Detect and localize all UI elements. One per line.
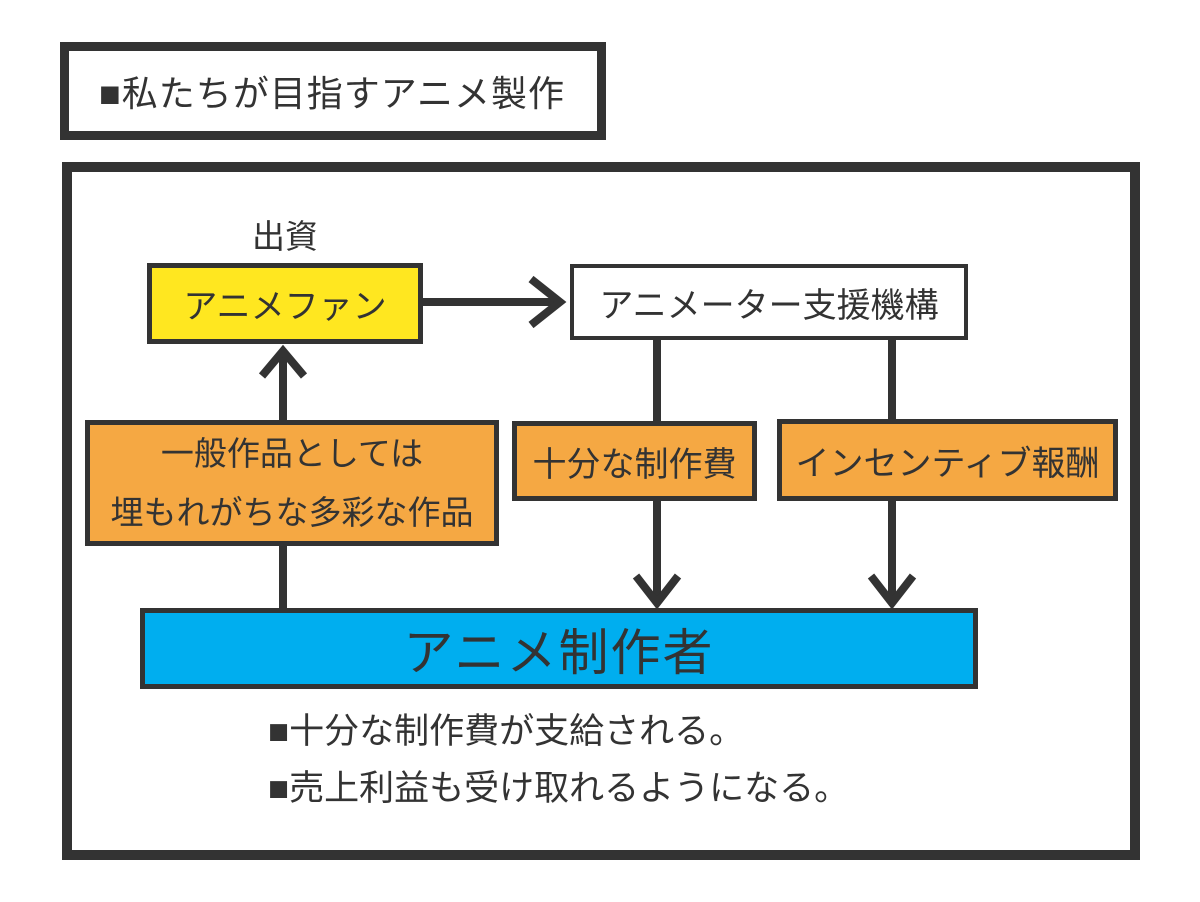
node-diverse-works-line1: 一般作品としては bbox=[160, 435, 424, 472]
node-diverse-works-line2: 埋もれがちな多彩な作品 bbox=[110, 494, 474, 531]
node-animator-support: アニメーター支援機構 bbox=[570, 264, 968, 340]
node-anime-creator: アニメ制作者 bbox=[140, 608, 978, 689]
node-production-fee-label: 十分な制作費 bbox=[532, 445, 737, 484]
node-anime-creator-label: アニメ制作者 bbox=[403, 624, 715, 681]
notes-block: ■十分な制作費が支給される。 ■売上利益も受け取れるようになる。 bbox=[268, 700, 908, 814]
title-box: ■私たちが目指すアニメ製作 bbox=[60, 42, 606, 140]
node-production-fee: 十分な制作費 bbox=[512, 421, 757, 501]
node-incentive: インセンティブ報酬 bbox=[777, 419, 1118, 501]
node-diverse-works: 一般作品としては 埋もれがちな多彩な作品 bbox=[85, 420, 499, 546]
note-line-2: ■売上利益も受け取れるようになる。 bbox=[268, 769, 850, 808]
node-anime-fan-label: アニメファン bbox=[183, 288, 387, 326]
note-line-1: ■十分な制作費が支給される。 bbox=[268, 712, 745, 751]
node-animator-support-label: アニメーター支援機構 bbox=[599, 286, 939, 325]
page-title: ■私たちが目指すアニメ製作 bbox=[99, 73, 566, 114]
funding-label: 出資 bbox=[252, 218, 318, 255]
node-anime-fan: アニメファン bbox=[147, 263, 423, 344]
node-incentive-label: インセンティブ報酬 bbox=[795, 444, 1100, 483]
